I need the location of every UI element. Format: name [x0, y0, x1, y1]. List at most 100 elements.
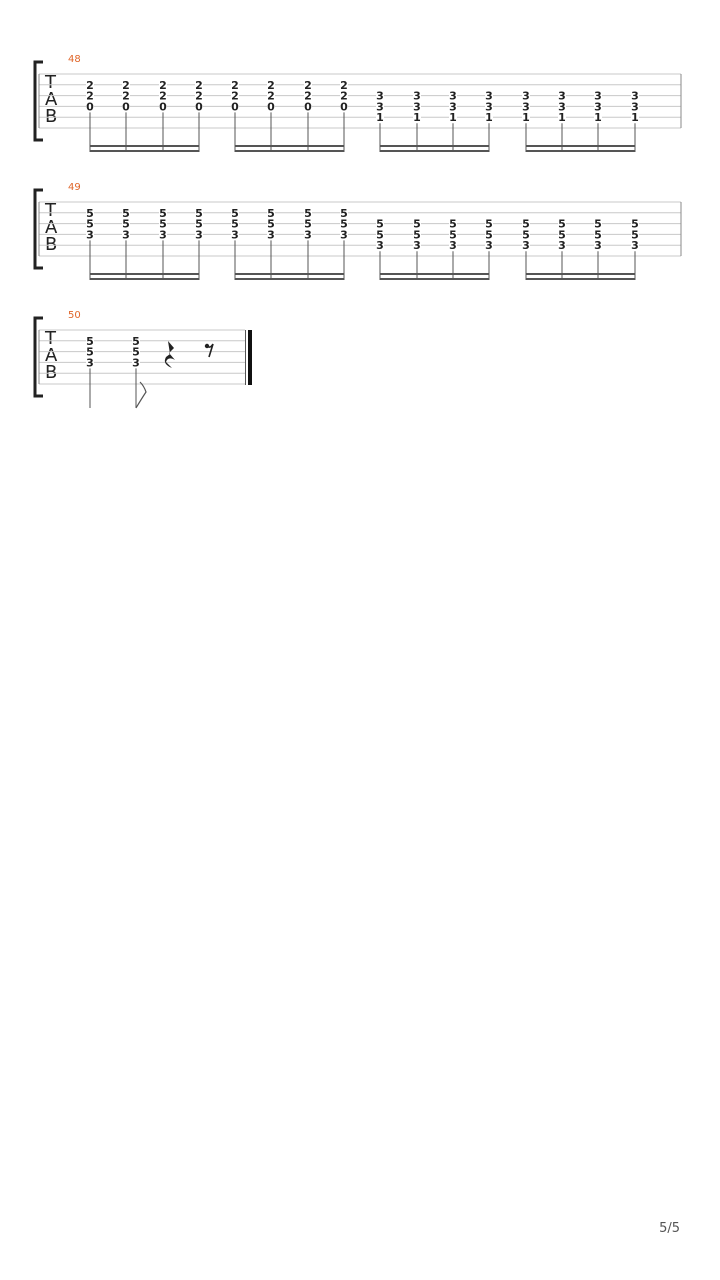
fret-background — [522, 90, 530, 101]
system-48: 48 T A B 2 2 0 2 2 0 2 2 0 2 2 0 2 2 0 2… — [33, 54, 682, 152]
fret-number: 5 — [159, 207, 167, 220]
fret-background — [267, 101, 275, 112]
fret-background — [594, 101, 602, 112]
fret-number: 5 — [376, 228, 384, 241]
fret-number: 3 — [631, 100, 639, 113]
fret-number: 5 — [159, 218, 167, 231]
fret-background — [86, 79, 94, 90]
fret-background — [558, 218, 566, 229]
system-bracket — [33, 316, 43, 398]
fret-background — [231, 218, 239, 229]
fret-background — [159, 207, 167, 218]
fret-number: 2 — [340, 90, 348, 103]
fret-background — [132, 357, 140, 368]
fret-number: 5 — [558, 218, 566, 231]
fret-background — [195, 90, 203, 101]
fret-number: 5 — [594, 218, 602, 231]
fret-background — [231, 101, 239, 112]
fret-number: 5 — [122, 218, 130, 231]
tablature-score: 48 T A B 2 2 0 2 2 0 2 2 0 2 2 0 2 2 0 2… — [33, 54, 682, 409]
fret-number: 5 — [122, 207, 130, 220]
fret-number: 3 — [594, 100, 602, 113]
staff — [33, 316, 245, 398]
fret-background — [413, 90, 421, 101]
fret-background — [231, 229, 239, 240]
fret-background — [413, 229, 421, 240]
fret-number: 5 — [86, 218, 94, 231]
fret-background — [485, 90, 493, 101]
fret-background — [132, 335, 140, 346]
fret-background — [86, 90, 94, 101]
fret-number: 1 — [558, 111, 566, 124]
fret-number: 0 — [231, 100, 239, 113]
fret-background — [485, 101, 493, 112]
tab-clef: T A B — [44, 328, 58, 383]
fret-number: 0 — [122, 100, 130, 113]
fret-background — [195, 79, 203, 90]
fret-number: 5 — [558, 228, 566, 241]
fret-background — [485, 218, 493, 229]
fret-background — [413, 101, 421, 112]
fret-background — [86, 346, 94, 357]
fret-number: 3 — [86, 228, 94, 241]
tab-clef-a: A — [45, 89, 58, 110]
fret-background — [449, 218, 457, 229]
measure-number: 48 — [68, 54, 81, 65]
eighth-flag — [135, 381, 147, 409]
fret-background — [159, 101, 167, 112]
fret-number: 3 — [340, 228, 348, 241]
tab-clef-a: A — [45, 345, 58, 366]
fret-background — [304, 229, 312, 240]
fret-background — [449, 101, 457, 112]
fret-number: 3 — [376, 90, 384, 103]
fret-background — [449, 240, 457, 251]
page-number: 5/5 — [659, 1221, 680, 1236]
fret-number: 2 — [159, 90, 167, 103]
fret-number: 2 — [86, 90, 94, 103]
fret-number: 5 — [340, 207, 348, 220]
fret-number: 1 — [485, 111, 493, 124]
fret-background — [594, 112, 602, 123]
fret-number: 1 — [413, 111, 421, 124]
fret-background — [376, 101, 384, 112]
fret-background — [594, 229, 602, 240]
fret-background — [231, 90, 239, 101]
fret-number: 5 — [195, 218, 203, 231]
fret-background — [449, 90, 457, 101]
fret-background — [413, 240, 421, 251]
fret-number: 2 — [304, 79, 312, 92]
fret-background — [485, 112, 493, 123]
system-49: 49 T A B 5 5 3 5 5 3 5 5 3 5 5 3 5 5 3 5… — [33, 182, 682, 280]
fret-number: 3 — [413, 100, 421, 113]
fret-number: 3 — [159, 228, 167, 241]
fret-number: 3 — [413, 239, 421, 252]
fret-number: 5 — [631, 218, 639, 231]
fret-number: 2 — [231, 79, 239, 92]
fret-background — [267, 79, 275, 90]
fret-background — [376, 218, 384, 229]
fret-number: 3 — [122, 228, 130, 241]
tab-clef-t: T — [44, 328, 57, 349]
fret-number: 2 — [231, 90, 239, 103]
fret-number: 2 — [122, 90, 130, 103]
tab-clef-t: T — [44, 200, 57, 221]
fret-background — [558, 101, 566, 112]
fret-background — [122, 101, 130, 112]
fret-background — [631, 218, 639, 229]
fret-number: 2 — [267, 79, 275, 92]
fret-background — [86, 207, 94, 218]
quarter-rest-icon — [164, 341, 175, 368]
fret-background — [340, 101, 348, 112]
fret-background — [231, 207, 239, 218]
fret-background — [558, 240, 566, 251]
fret-background — [159, 218, 167, 229]
fret-number: 5 — [195, 207, 203, 220]
fret-background — [340, 90, 348, 101]
fret-number: 2 — [86, 79, 94, 92]
fret-background — [122, 218, 130, 229]
fret-number: 3 — [376, 239, 384, 252]
fret-background — [195, 101, 203, 112]
fret-number: 5 — [594, 228, 602, 241]
fret-number: 3 — [449, 239, 457, 252]
fret-number: 5 — [304, 207, 312, 220]
